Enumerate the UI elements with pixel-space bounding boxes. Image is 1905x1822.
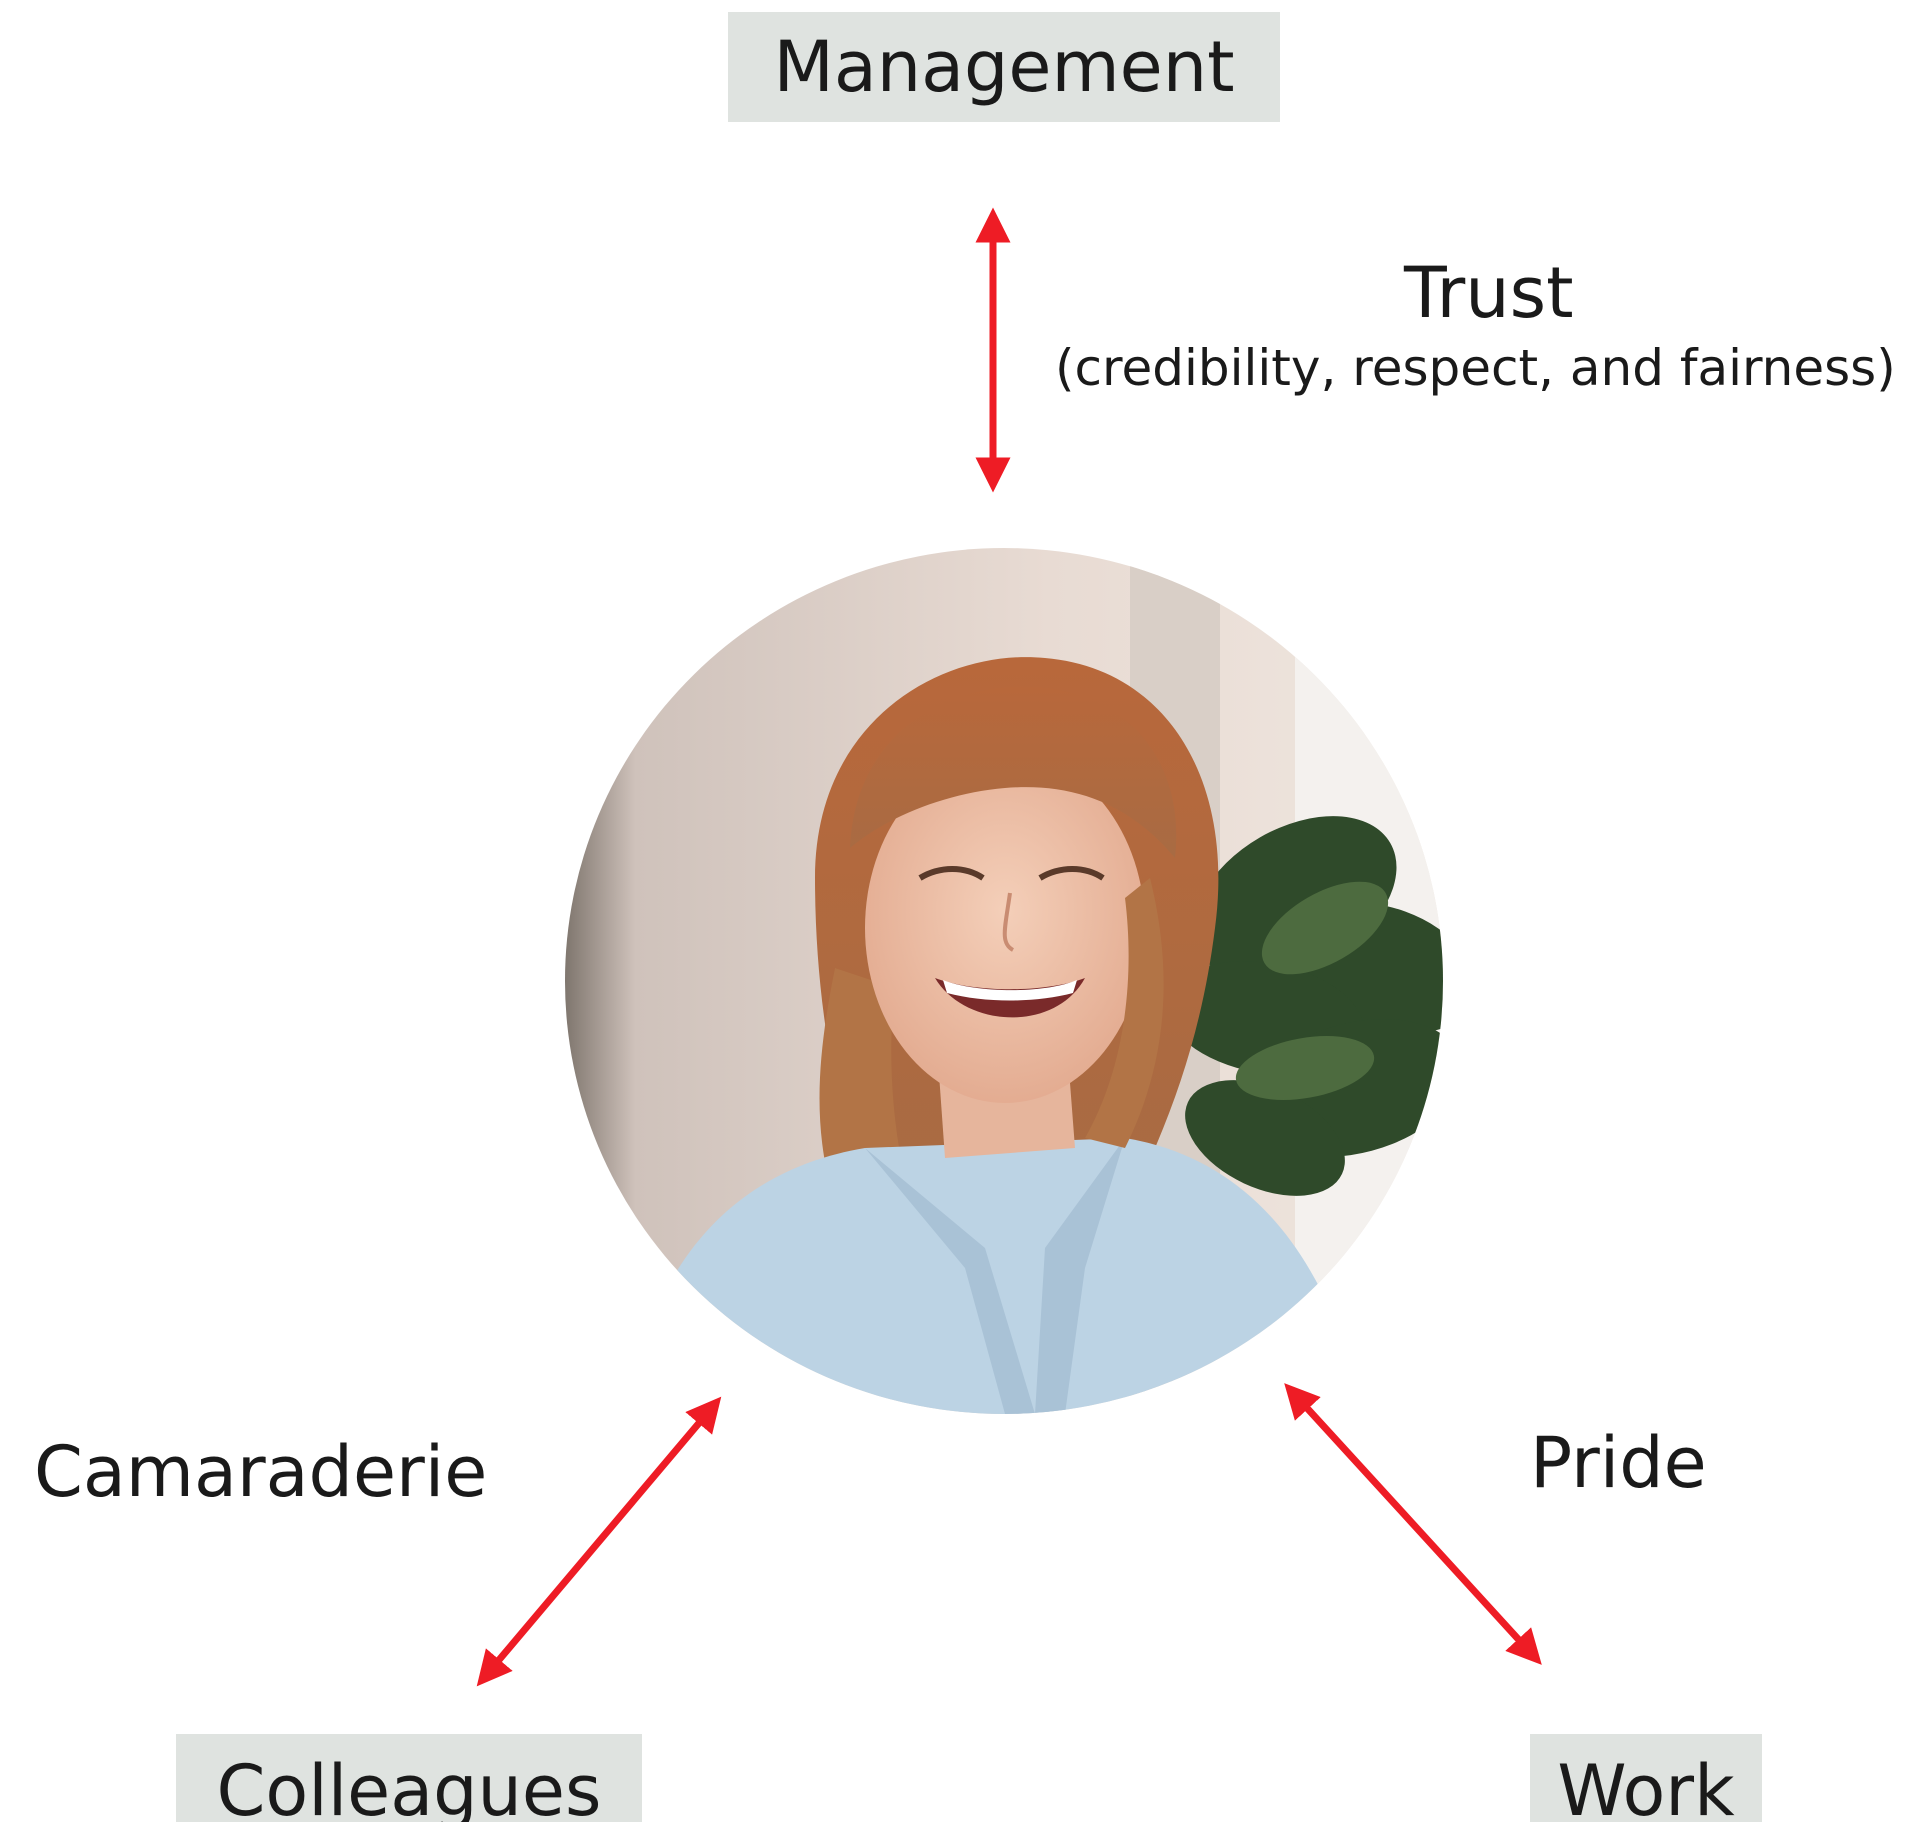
camaraderie-label: Camaraderie [34, 1431, 488, 1513]
management-label: Management [773, 26, 1235, 108]
person-photo-icon [565, 548, 1443, 1414]
camaraderie-arrow [476, 1396, 722, 1687]
management-node: Management [728, 12, 1280, 122]
trust-label: Trust [1404, 252, 1574, 334]
colleagues-node: Colleagues [176, 1734, 642, 1822]
trust-detail-label: (credibility, respect, and fairness) [1055, 339, 1896, 397]
pride-arrow [1284, 1383, 1542, 1665]
work-label: Work [1557, 1750, 1735, 1822]
person-photo [565, 548, 1443, 1414]
colleagues-label: Colleagues [216, 1750, 602, 1822]
work-node: Work [1530, 1734, 1762, 1822]
pride-label: Pride [1530, 1422, 1707, 1504]
